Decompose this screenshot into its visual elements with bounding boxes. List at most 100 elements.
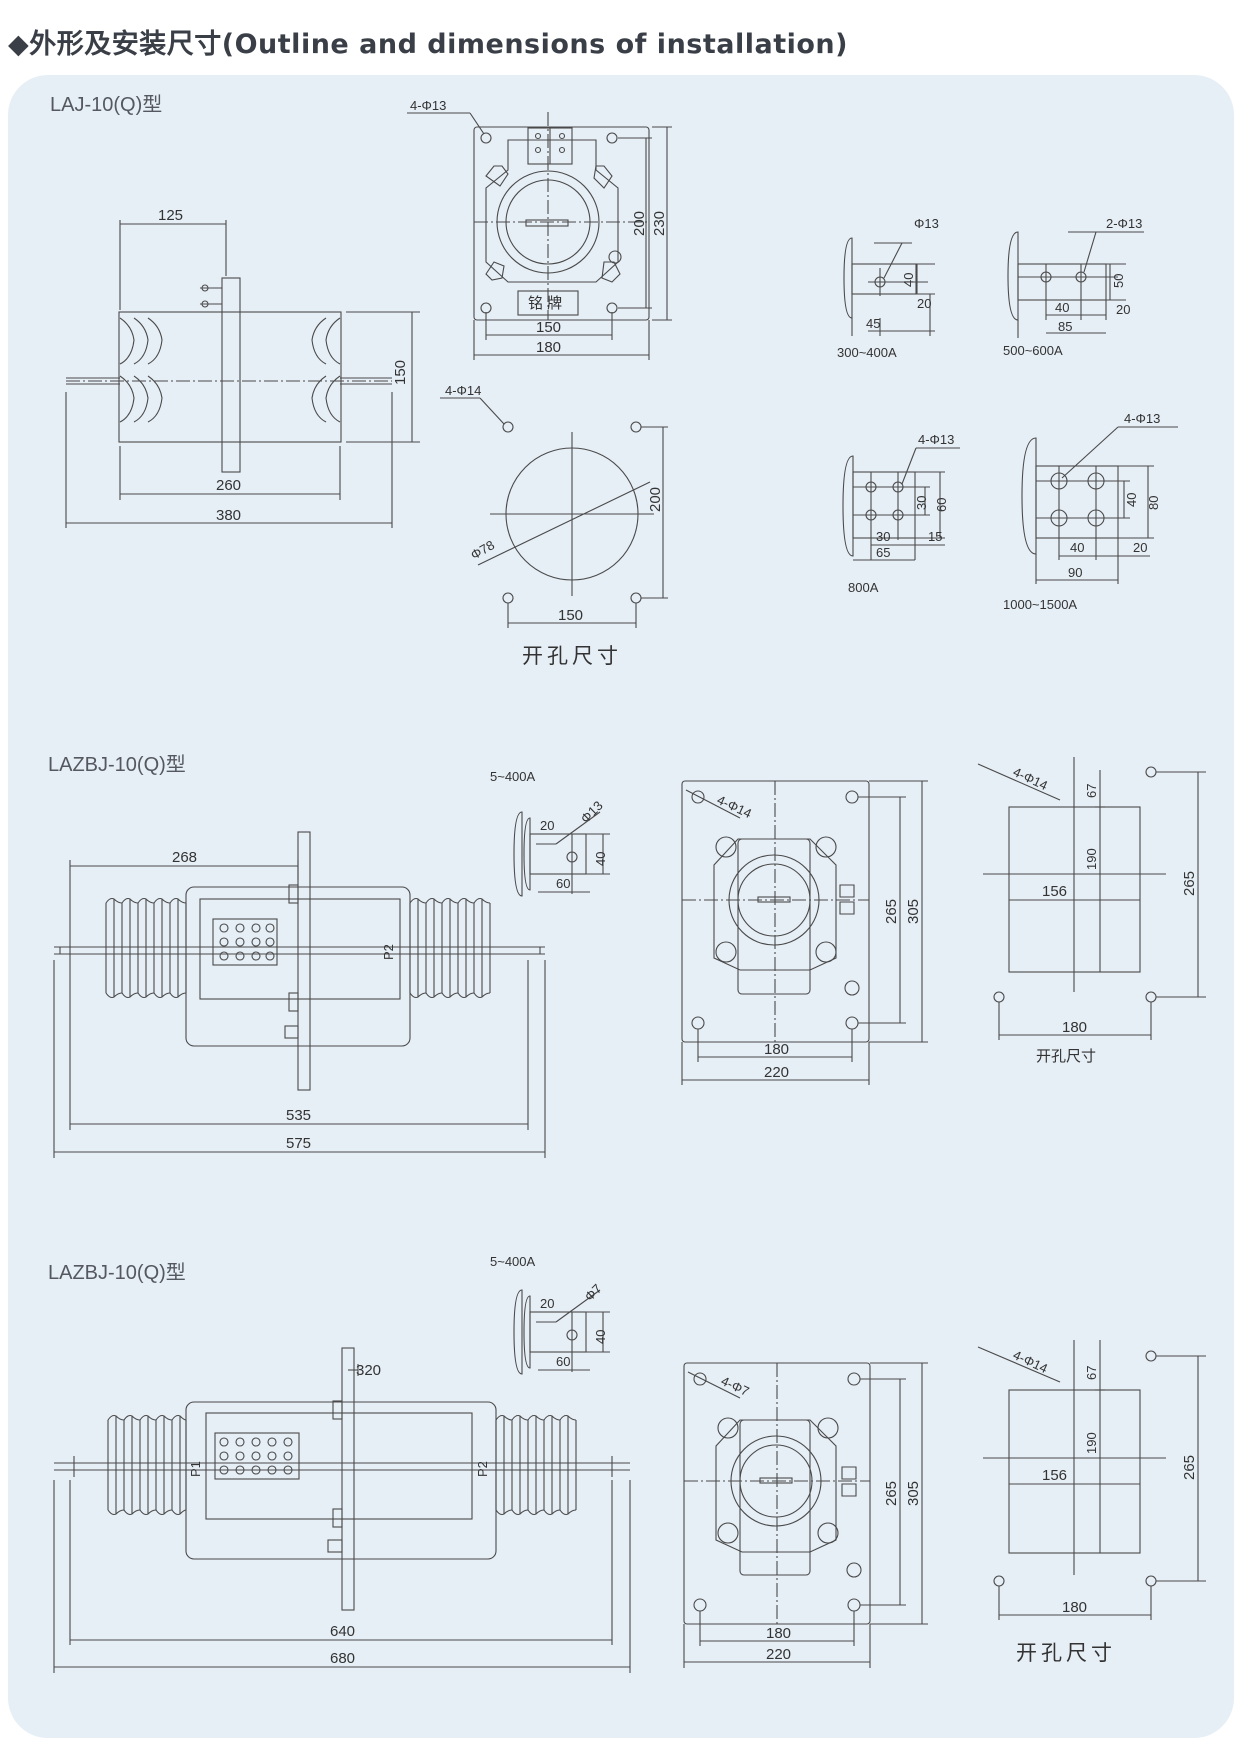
range-label: 500~600A (1003, 343, 1063, 358)
terminal-marking: P2 (475, 1461, 490, 1477)
lazbj-front-view-1 (681, 780, 928, 1085)
dim-label: 535 (286, 1107, 311, 1124)
laj-cutout-view (440, 397, 668, 628)
dim-label: 20 (540, 1296, 554, 1311)
dim-label: 680 (330, 1650, 355, 1667)
terminal-marking: P2 (381, 944, 396, 960)
nameplate-label: 铭 牌 (528, 295, 562, 312)
dim-label: 40 (593, 1330, 608, 1344)
dim-label: 200 (631, 211, 648, 236)
drawing-panel (8, 75, 1234, 1738)
dim-label: 268 (172, 849, 197, 866)
dim-label: 40 (1055, 300, 1069, 315)
dim-label: 60 (556, 1354, 570, 1369)
dim-label: 80 (1146, 496, 1161, 510)
range-label: 1000~1500A (1003, 597, 1077, 612)
hole-label: 4-Φ14 (1011, 764, 1050, 793)
dim-label: 65 (876, 545, 890, 560)
dim-label: 30 (914, 496, 929, 510)
dim-label: 156 (1042, 883, 1067, 900)
lazbj-side-view-1 (53, 831, 546, 1158)
dim-label: 150 (558, 607, 583, 624)
dim-label: 150 (536, 319, 561, 336)
hole-label: 4-Φ13 (410, 98, 446, 113)
dim-label: 265 (1181, 871, 1198, 896)
dim-label: 230 (651, 211, 668, 236)
dim-label: 40 (1070, 540, 1084, 555)
range-label: 800A (848, 580, 879, 595)
dim-label: 265 (1181, 1455, 1198, 1480)
lazbj-terminal-1 (513, 811, 610, 897)
lazbj-front-view-2 (683, 1362, 928, 1668)
section-2-model: LAZBJ-10(Q)型 (48, 753, 186, 776)
cutout-caption: 开孔尺寸 (522, 645, 622, 668)
dim-label: 150 (392, 360, 409, 385)
dim-label: 45 (866, 316, 880, 331)
lazbj-side-view-2 (53, 1347, 631, 1673)
dim-label: 190 (1084, 1432, 1099, 1454)
hole-label: 4-Φ13 (918, 432, 954, 447)
dim-label: 180 (766, 1625, 791, 1642)
hole-label: Φ13 (914, 216, 939, 231)
dim-label: 67 (1084, 784, 1099, 798)
dim-label: 265 (883, 899, 900, 924)
terminal-marking: P1 (188, 1461, 203, 1477)
dim-label: 15 (928, 529, 942, 544)
dim-label: 20 (1116, 302, 1130, 317)
dim-label: 60 (556, 876, 570, 891)
range-label: 5~400A (490, 769, 536, 784)
dim-label: 265 (883, 1481, 900, 1506)
terminal-300-400a (843, 237, 935, 336)
dim-label: 260 (216, 477, 241, 494)
dim-label: 50 (1111, 274, 1126, 288)
dim-label: 30 (876, 529, 890, 544)
range-label: 300~400A (837, 345, 897, 360)
hole-label: 4-Φ14 (1011, 1347, 1050, 1376)
dim-label: 305 (905, 1481, 922, 1506)
terminal-1000-1500a (1021, 426, 1178, 584)
hole-label: 2-Φ13 (1106, 216, 1142, 231)
section-1-model: LAJ-10(Q)型 (50, 93, 162, 116)
dim-label: 20 (1133, 540, 1147, 555)
diameter-label: Φ78 (468, 537, 497, 562)
dim-label: 40 (901, 273, 916, 287)
dim-label: 180 (764, 1041, 789, 1058)
section-3-model: LAZBJ-10(Q)型 (48, 1261, 186, 1284)
hole-label: 4-Φ13 (1124, 411, 1160, 426)
dim-label: 640 (330, 1623, 355, 1640)
dim-label: 156 (1042, 1467, 1067, 1484)
dim-label: 180 (536, 339, 561, 356)
dim-label: 305 (905, 899, 922, 924)
dim-label: 575 (286, 1135, 311, 1152)
dim-label: 20 (917, 296, 931, 311)
dim-label: 190 (1084, 848, 1099, 870)
hole-label: 4-Φ14 (445, 383, 481, 398)
laj-side-view (65, 220, 420, 528)
dim-label: 320 (356, 1362, 381, 1379)
laj-front-view (407, 112, 672, 360)
dim-label: 85 (1058, 319, 1072, 334)
lazbj-terminal-2 (513, 1289, 610, 1375)
lazbj-cutout-view-2 (977, 1340, 1206, 1620)
lazbj-cutout-view-1 (977, 757, 1206, 1040)
dim-label: 90 (1068, 565, 1082, 580)
dim-label: 40 (1124, 493, 1139, 507)
dim-label: 180 (1062, 1599, 1087, 1616)
hole-label: Φ13 (578, 798, 606, 826)
dim-label: 125 (158, 207, 183, 224)
dim-label: 220 (764, 1064, 789, 1081)
dim-label: 67 (1084, 1366, 1099, 1380)
terminal-800a (842, 447, 960, 561)
dim-label: 60 (934, 498, 949, 512)
cutout-caption: 开孔尺寸 (1016, 1642, 1116, 1665)
hole-label: 4-Φ14 (715, 792, 754, 821)
dim-label: 180 (1062, 1019, 1087, 1036)
dim-label: 380 (216, 507, 241, 524)
dim-label: 220 (766, 1646, 791, 1663)
terminal-500-600a (1007, 231, 1144, 338)
range-label: 5~400A (490, 1254, 536, 1269)
dim-label: 200 (647, 487, 664, 512)
dim-label: 20 (540, 818, 554, 833)
cutout-caption: 开孔尺寸 (1036, 1048, 1096, 1065)
